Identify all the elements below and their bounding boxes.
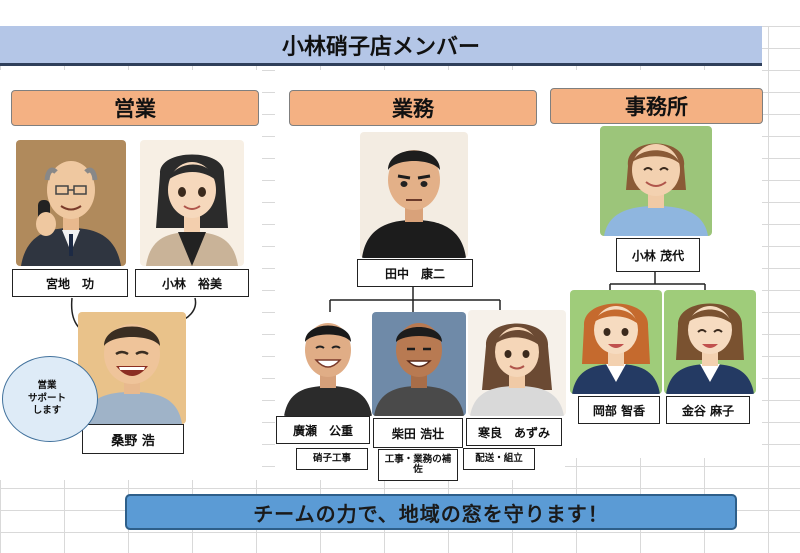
avatar-kobayashi-sales [140,140,244,266]
section-header-office: 事務所 [550,88,763,124]
role-hirose: 硝子工事 [296,448,368,470]
name-miyachi: 宮地 功 [12,269,128,297]
name-shibata: 柴田 浩壮 [373,418,463,448]
speech-bubble: 営業 サポート します [2,356,98,442]
avatar-tanaka [360,132,468,258]
name-okabe: 岡部 智香 [578,396,660,424]
speech-bubble-text: 営業 サポート します [27,379,66,417]
avatar-miyachi [16,140,126,266]
section-header-sales: 営業 [11,90,259,126]
section-header-operations: 業務 [289,90,537,126]
avatar-okabe [570,290,662,394]
name-hirose: 廣瀬 公重 [276,416,370,444]
avatar-shibata [372,312,466,416]
role-shibata: 工事・業務の補佐 [378,449,458,481]
avatar-kobayashi-office [600,126,712,236]
avatar-hirose [282,312,374,416]
name-kanaya: 金谷 麻子 [666,396,750,424]
name-tanaka: 田中 康二 [357,259,473,287]
avatar-narahara [468,310,566,416]
name-kobayashi-sales: 小林 裕美 [135,269,249,297]
name-kobayashi-office: 小林 茂代 [616,238,700,272]
name-kuwano: 桑野 浩 [82,424,184,454]
slogan-banner: チームの力で、地域の窓を守ります！ [125,494,737,530]
role-narahara: 配送・組立 [463,448,535,470]
page-title: 小林硝子店メンバー [0,26,762,66]
top-margin [0,0,800,26]
name-narahara: 寒良 あずみ [466,418,562,446]
avatar-kanaya [664,290,756,394]
